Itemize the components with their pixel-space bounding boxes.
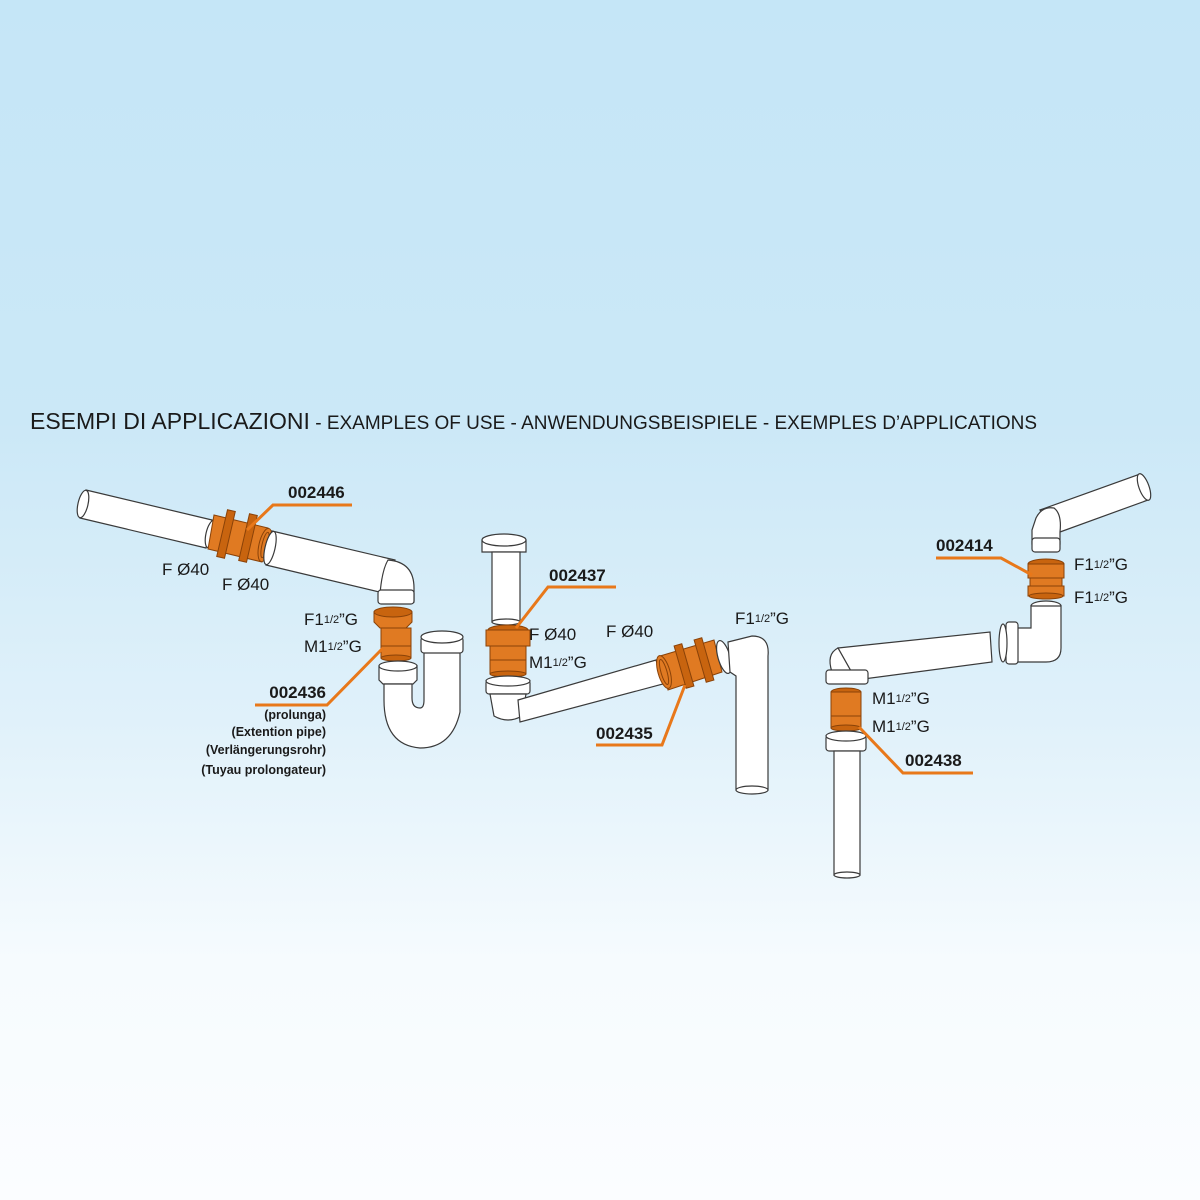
- spec-002436-bottom: M11/2”G: [304, 637, 362, 656]
- nut-right: [825, 669, 869, 685]
- part-002435: [656, 637, 723, 691]
- title-sep-1: -: [309, 413, 327, 434]
- spec-002414-bottom: F11/2”G: [1074, 588, 1128, 607]
- assembly-3: 002414 F11/2”G F11/2”G M11/2”G M11/2”G 0…: [825, 473, 1152, 879]
- spec-002414-top: F11/2”G: [1074, 555, 1128, 574]
- title-sep-2: -: [505, 413, 522, 434]
- spec-002437-bottom: M11/2”G: [529, 653, 587, 672]
- part-002437: [485, 624, 531, 678]
- code-002435: 002435: [596, 724, 653, 743]
- code-002438: 002438: [905, 751, 962, 770]
- pipe-horizontal-right: [829, 631, 993, 682]
- code-002436: 002436: [269, 683, 326, 702]
- code-002446: 002446: [288, 483, 345, 502]
- title-sep-3: -: [757, 413, 775, 434]
- title-german: ANWENDUNGSBEISPIELE: [521, 413, 758, 434]
- pipe-bottom-right: [825, 730, 867, 879]
- assembly-2: 002437 F Ø40 M11/2”G F Ø40 F11/2”G 00243…: [481, 533, 789, 795]
- spec-002446-left: F Ø40: [162, 560, 209, 579]
- spec-002435-left: F Ø40: [606, 622, 653, 641]
- pipe-left-middle: [263, 530, 396, 595]
- assembly-1: 002446 F Ø40 F Ø40 F11/2”G M11/2”G 00243…: [76, 483, 464, 777]
- note-002436-de: (Verlängerungsrohr): [206, 743, 326, 757]
- leader-002436: [255, 646, 385, 707]
- part-002436: [373, 606, 413, 662]
- note-002436-it: (prolunga): [264, 708, 326, 722]
- leader-002435: [596, 684, 687, 747]
- page-title: ESEMPI DI APPLICAZIONI - EXAMPLES OF USE…: [30, 408, 1190, 435]
- pipe-top-right: [1031, 473, 1152, 553]
- leader-002414: [936, 556, 1033, 577]
- trap-p: [378, 630, 464, 749]
- code-002437: 002437: [549, 566, 606, 585]
- bowl-and-pipe: [485, 659, 664, 723]
- note-002436-fr: (Tuyau prolongateur): [201, 763, 326, 777]
- leader-002446: [245, 503, 352, 532]
- code-002414: 002414: [936, 536, 993, 555]
- pipe-right-outlet: [715, 635, 769, 795]
- leader-002438: [857, 725, 973, 775]
- spec-002437-top: F Ø40: [529, 625, 576, 644]
- pipe-left-inlet: [76, 489, 218, 549]
- leader-002437: [514, 585, 616, 629]
- pipe-vertical-top: [481, 533, 527, 626]
- spec-002446-right: F Ø40: [222, 575, 269, 594]
- part-002438: [830, 687, 862, 732]
- spec-002438-bottom: M11/2”G: [872, 717, 930, 736]
- elbow-left: [377, 559, 415, 605]
- spec-002435-right: F11/2”G: [735, 609, 789, 628]
- spec-002436-top: F11/2”G: [304, 610, 358, 629]
- title-italian: ESEMPI DI APPLICAZIONI: [30, 408, 310, 434]
- title-french: EXEMPLES D’APPLICATIONS: [774, 413, 1038, 434]
- part-002414: [1027, 558, 1065, 600]
- title-english: EXAMPLES OF USE: [326, 413, 506, 434]
- spec-002438-top: M11/2”G: [872, 689, 930, 708]
- elbow-right: [998, 600, 1062, 665]
- note-002436-en: (Extention pipe): [232, 725, 326, 739]
